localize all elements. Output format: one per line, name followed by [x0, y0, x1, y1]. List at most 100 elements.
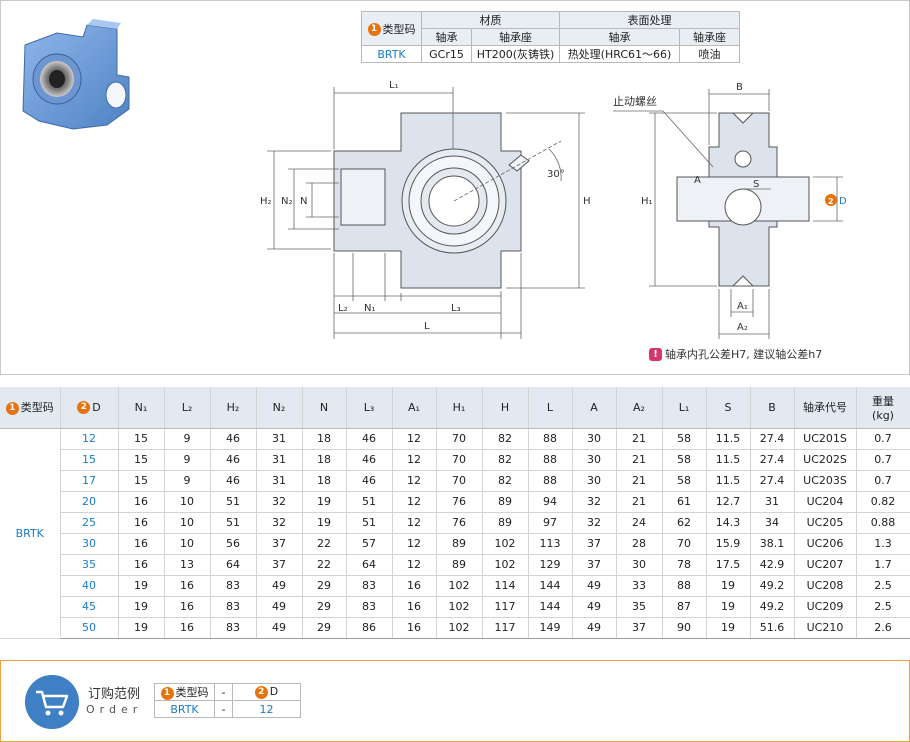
label-n1: N₁ [364, 303, 376, 314]
spec-cell: 51 [346, 512, 393, 534]
spec-cell: 70 [436, 449, 483, 471]
spec-cell: 82 [482, 470, 529, 492]
spec-cell: 46 [210, 470, 257, 492]
label-a2: A₂ [737, 322, 748, 333]
spec-cell: 83 [346, 596, 393, 618]
spec-type-code: BRTK [0, 428, 61, 639]
spec-cell: 16 [392, 575, 437, 597]
label-h1: H₁ [641, 196, 653, 207]
front-view [333, 112, 530, 289]
spec-header-cell: L [528, 387, 573, 429]
spec-cell: 31 [750, 491, 795, 513]
spec-cell: 46 [346, 449, 393, 471]
spec-cell: 12 [392, 470, 437, 492]
spec-cell: 18 [302, 428, 347, 450]
spec-header-label: H₁ [452, 400, 466, 414]
spec-cell: 18 [302, 449, 347, 471]
spec-cell: 90 [662, 617, 707, 639]
spec-cell-d: 20 [60, 491, 119, 513]
label-s: S [753, 179, 759, 190]
spec-cell: 34 [750, 512, 795, 534]
bearing-surface-header: 轴承 [559, 28, 680, 46]
spec-cell: 58 [662, 449, 707, 471]
spec-cell: 16 [164, 575, 211, 597]
spec-header-label: H₂ [226, 400, 240, 414]
spec-cell: 21 [616, 428, 663, 450]
spec-cell: 61 [662, 491, 707, 513]
order-dash: - [214, 683, 233, 701]
spec-header-label: L₁ [678, 400, 690, 414]
spec-header-cell: B [750, 387, 795, 429]
type-code-value: BRTK [361, 45, 422, 63]
spec-cell: 49.2 [750, 596, 795, 618]
spec-cell: 27.4 [750, 428, 795, 450]
spec-cell: 102 [436, 596, 483, 618]
side-view-labels: 止动螺丝 B A S H₁ 2 D A₁ A₂ [613, 82, 847, 333]
spec-cell: 64 [346, 554, 393, 576]
spec-cell: 62 [662, 512, 707, 534]
order-dash-2: - [214, 700, 233, 718]
spec-cell: 97 [528, 512, 573, 534]
spec-cell: 49 [572, 596, 617, 618]
spec-cell: 16 [392, 596, 437, 618]
spec-cell: UC210 [794, 617, 857, 639]
spec-header-label: D [92, 400, 101, 414]
spec-cell: 0.82 [856, 491, 910, 513]
spec-cell: 57 [346, 533, 393, 555]
spec-cell: 51 [346, 491, 393, 513]
spec-cell: 12 [392, 533, 437, 555]
spec-cell-d: 30 [60, 533, 119, 555]
spec-cell-d: 12 [60, 428, 119, 450]
spec-cell: 46 [210, 428, 257, 450]
spec-header-label: 重量 (kg) [872, 394, 894, 422]
spec-cell: 16 [118, 491, 165, 513]
spec-cell: 37 [572, 554, 617, 576]
spec-cell: 12 [392, 428, 437, 450]
spec-cell: 83 [210, 617, 257, 639]
spec-cell: 38.1 [750, 533, 795, 555]
spec-header-label: 轴承代号 [803, 401, 847, 415]
spec-cell: 46 [210, 449, 257, 471]
spec-cell: 89 [436, 533, 483, 555]
spec-cell: UC206 [794, 533, 857, 555]
spec-cell: 9 [164, 470, 211, 492]
spec-header-label: A [590, 400, 598, 414]
spec-header-cell: H [482, 387, 529, 429]
spec-cell: 51.6 [750, 617, 795, 639]
spec-cell: 149 [528, 617, 573, 639]
tolerance-note-text: 轴承内孔公差H7, 建议轴公差h7 [665, 348, 823, 361]
spec-cell: 22 [302, 554, 347, 576]
spec-cell: 19 [706, 575, 751, 597]
spec-cell: 2.5 [856, 596, 910, 618]
housing-surface: 喷油 [679, 45, 740, 63]
spec-cell: 12 [392, 512, 437, 534]
spec-cell-d: 25 [60, 512, 119, 534]
housing-header: 轴承座 [471, 28, 560, 46]
spec-cell: 19 [302, 512, 347, 534]
spec-cell: 144 [528, 596, 573, 618]
label-l3: L₃ [451, 303, 461, 314]
spec-cell: 82 [482, 449, 529, 471]
spec-cell: 82 [482, 428, 529, 450]
spec-cell: 15 [118, 449, 165, 471]
technical-drawing: L₁ H₂ N₂ N H 30° L₂ N₁ L₃ L [260, 80, 847, 339]
spec-header-cell: N [302, 387, 347, 429]
label-d: D [839, 196, 847, 207]
warning-icon: ! [649, 347, 662, 361]
badge-two: 2 [254, 685, 268, 699]
spec-cell: 76 [436, 491, 483, 513]
spec-cell: 16 [118, 554, 165, 576]
spec-cell: 14.3 [706, 512, 751, 534]
spec-cell: 19 [118, 596, 165, 618]
spec-cell: 58 [662, 428, 707, 450]
spec-cell: 27.4 [750, 470, 795, 492]
badge-one: 1 [160, 686, 174, 700]
spec-cell-d: 17 [60, 470, 119, 492]
